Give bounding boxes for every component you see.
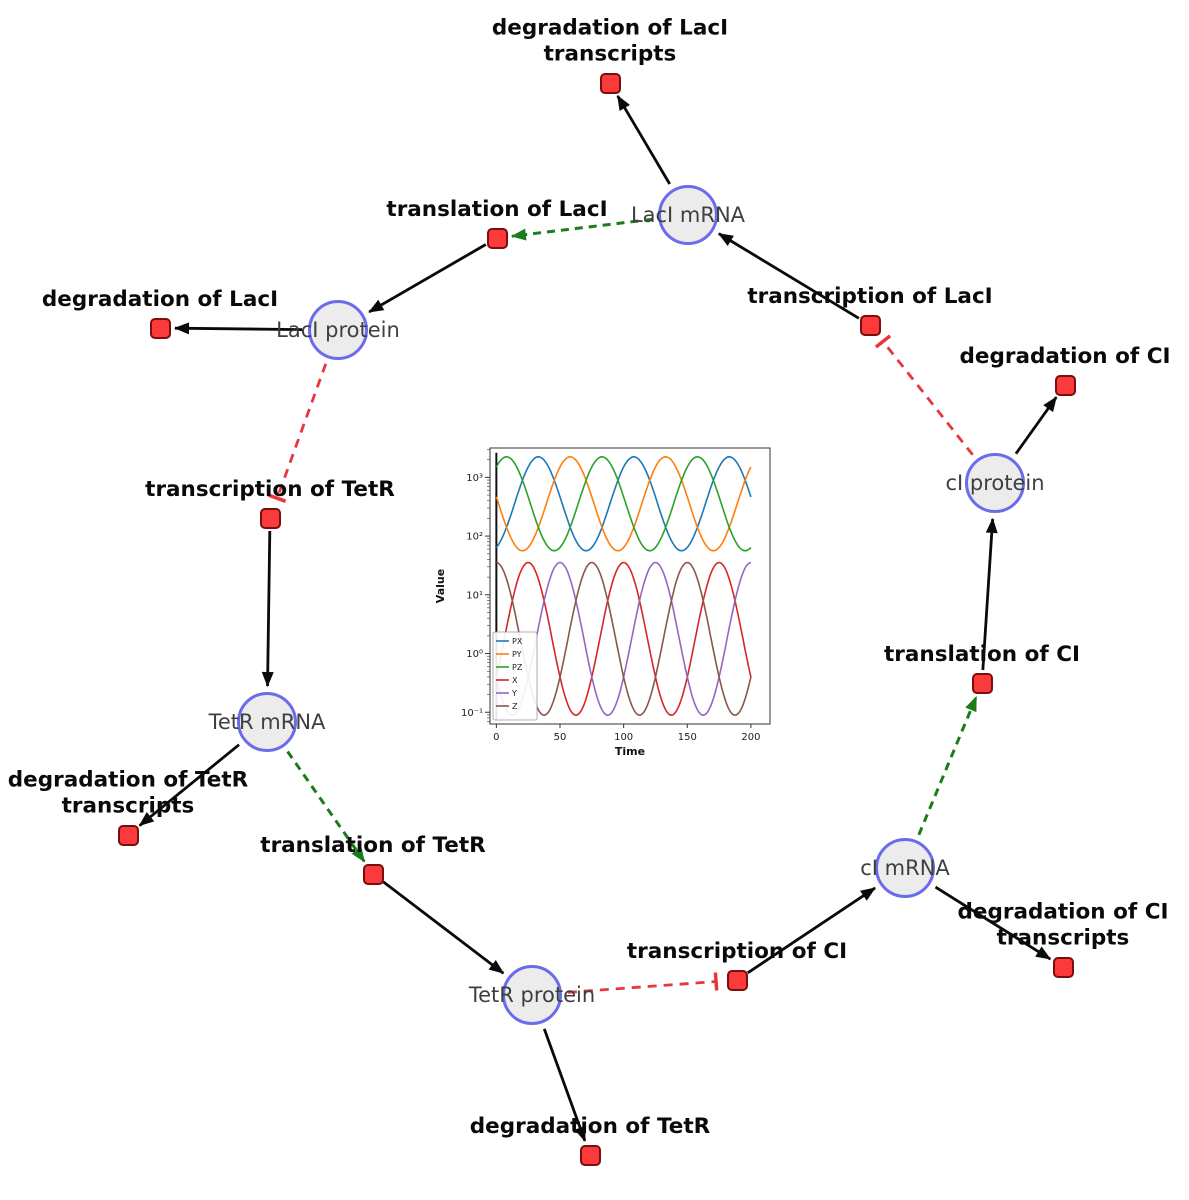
- species-label-laci_mrna: LacI mRNA: [630, 203, 746, 227]
- x-tick-label: 100: [614, 732, 633, 743]
- edge-consumption-tetr_mrna-deg_tetr_tr: [138, 743, 240, 827]
- x-tick-label: 0: [493, 732, 499, 743]
- legend-label-Z: Z: [512, 702, 518, 711]
- y-tick-label: 10³: [466, 473, 483, 484]
- species-node-laci_protein[interactable]: [308, 300, 368, 360]
- edge-consumption-ci_mrna-deg_ci_tr: [934, 885, 1052, 961]
- species-label-laci_protein: LacI protein: [276, 318, 400, 342]
- legend-label-PX: PX: [512, 637, 523, 646]
- edge-production-transcr_laci-laci_mrna: [717, 232, 860, 320]
- reaction-label-deg_tetr: degradation of TetR: [469, 1113, 711, 1139]
- species-node-tetr_mrna[interactable]: [237, 692, 297, 752]
- reaction-node-transcr_laci[interactable]: [859, 314, 881, 336]
- legend-label-Y: Y: [511, 689, 517, 698]
- reaction-label-deg_ci_tr: degradation of CI transcripts: [957, 899, 1169, 951]
- reaction-label-transcr_ci: transcription of CI: [626, 938, 848, 964]
- x-tick-label: 150: [678, 732, 697, 743]
- species-node-ci_mrna[interactable]: [875, 838, 935, 898]
- reaction-label-deg_ci: degradation of CI: [959, 343, 1171, 369]
- edge-modifier-ci_mrna-transl_ci: [917, 695, 978, 836]
- reaction-node-deg_tetr_tr[interactable]: [117, 824, 139, 846]
- y-tick-label: 10²: [466, 532, 483, 543]
- reaction-label-transcr_laci: transcription of LacI: [747, 283, 993, 309]
- reaction-node-transl_ci[interactable]: [971, 672, 993, 694]
- reaction-node-deg_ci_tr[interactable]: [1052, 956, 1074, 978]
- reaction-label-deg_laci_tr: degradation of LacI transcripts: [491, 15, 729, 67]
- reaction-label-deg_tetr_tr: degradation of TetR transcripts: [7, 767, 249, 819]
- species-node-tetr_protein[interactable]: [502, 965, 562, 1025]
- species-label-ci_protein: cI protein: [945, 471, 1045, 495]
- edge-inhibition-ci_protein-transcr_laci: [874, 334, 974, 456]
- reaction-node-deg_laci_tr[interactable]: [599, 72, 621, 94]
- series-PZ: [495, 456, 752, 552]
- edge-inhibition-tetr_protein-transcr_ci: [567, 972, 719, 994]
- species-node-laci_mrna[interactable]: [658, 185, 718, 245]
- x-axis-label: Time: [615, 745, 645, 758]
- species-label-ci_mrna: cI mRNA: [860, 856, 950, 880]
- edge-production-transcr_tetr-tetr_mrna: [261, 530, 274, 688]
- reaction-node-transl_tetr[interactable]: [362, 863, 384, 885]
- reaction-label-transl_tetr: translation of TetR: [260, 832, 486, 858]
- reaction-node-deg_tetr[interactable]: [579, 1144, 601, 1166]
- chart-svg: 10³ 10² 10¹ 10⁰ 10⁻¹ 0 50 100 150 200 PX PY PZ XYZ Tim…: [434, 447, 771, 758]
- reaction-label-transl_ci: translation of CI: [884, 641, 1080, 667]
- reaction-node-transl_laci[interactable]: [486, 227, 508, 249]
- reaction-node-transcr_ci[interactable]: [726, 969, 748, 991]
- species-label-tetr_protein: TetR protein: [468, 983, 596, 1007]
- y-axis-label: Value: [434, 569, 447, 603]
- edge-inhibition-laci_protein-transcr_tetr: [268, 363, 328, 503]
- x-tick-label: 200: [741, 732, 760, 743]
- series-PY: [495, 456, 752, 552]
- y-tick-label: 10¹: [466, 590, 483, 601]
- series-Z: [496, 561, 752, 716]
- edge-modifier-laci_mrna-transl_laci: [510, 217, 653, 241]
- reaction-label-deg_laci: degradation of LacI: [41, 286, 279, 312]
- y-tick-label: 10⁻¹: [461, 708, 483, 719]
- edge-production-transl_ci-ci_protein: [981, 517, 998, 671]
- series-PX: [495, 456, 752, 552]
- x-tick-label: 50: [554, 732, 567, 743]
- series-X: [495, 561, 752, 716]
- y-tick-label: 10⁰: [466, 649, 483, 660]
- legend-label-X: X: [512, 676, 518, 685]
- reaction-node-transcr_tetr[interactable]: [259, 507, 281, 529]
- edge-consumption-laci_mrna-deg_laci_tr: [616, 95, 671, 185]
- reaction-node-deg_ci[interactable]: [1054, 374, 1076, 396]
- reaction-node-deg_laci[interactable]: [149, 317, 171, 339]
- reaction-label-transl_laci: translation of LacI: [386, 196, 608, 222]
- edge-consumption-tetr_protein-deg_tetr: [542, 1028, 587, 1142]
- species-node-ci_protein[interactable]: [965, 453, 1025, 513]
- edge-production-transcr_ci-ci_mrna: [747, 886, 876, 974]
- legend-label-PZ: PZ: [512, 663, 523, 672]
- edge-production-transl_laci-laci_protein: [368, 243, 487, 314]
- edge-production-transl_tetr-tetr_protein: [382, 880, 505, 975]
- legend-label-PY: PY: [512, 650, 522, 659]
- edge-consumption-ci_protein-deg_ci: [1014, 396, 1058, 455]
- reaction-label-transcr_tetr: transcription of TetR: [145, 476, 395, 502]
- species-label-tetr_mrna: TetR mRNA: [208, 710, 326, 734]
- edge-consumption-laci_protein-deg_laci: [173, 322, 303, 335]
